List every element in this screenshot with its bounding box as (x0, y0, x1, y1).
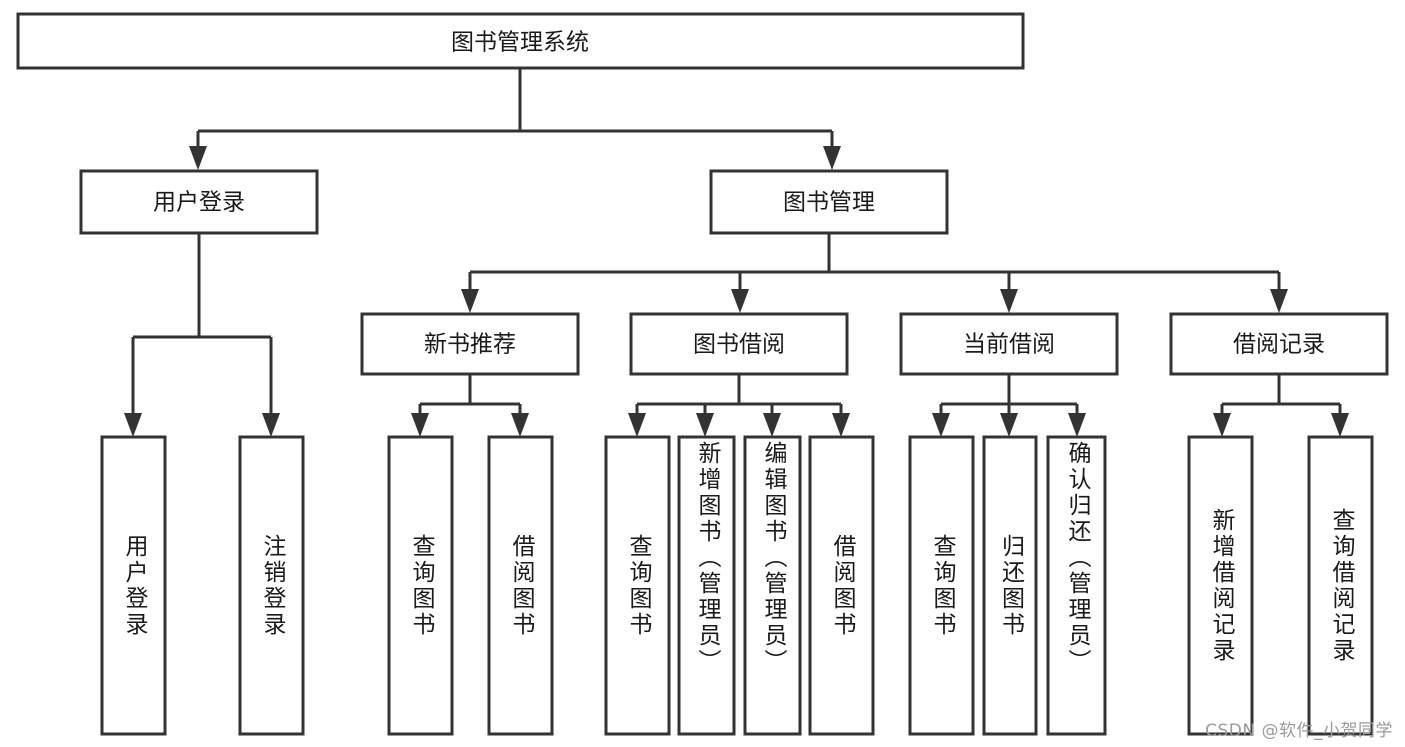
node-root-label: 图书管理系统 (451, 30, 589, 56)
arrow-head-icon (189, 146, 207, 170)
node-borrow-record[interactable]: 借阅记录 (1169, 312, 1389, 376)
connector-currentborrow-to-leaves (932, 374, 1086, 437)
arrow-head-icon (1213, 413, 1231, 437)
leaf-box-currentborrow-0[interactable] (908, 435, 975, 736)
leaf-box-newbook-1[interactable] (487, 435, 554, 736)
node-new-book-recommend-label: 新书推荐 (424, 332, 516, 358)
node-book-borrow-label: 图书借阅 (693, 332, 785, 358)
arrow-head-icon (1270, 289, 1288, 313)
node-user-login-label: 用户登录 (153, 190, 245, 216)
connector-root-to-level2 (189, 68, 841, 170)
node-book-borrow[interactable]: 图书借阅 (629, 312, 849, 376)
connector-userlogin-to-leaves (124, 233, 280, 437)
node-book-management-label: 图书管理 (783, 190, 875, 216)
leaf-box-newbook-0[interactable] (387, 435, 454, 736)
arrow-head-icon (628, 413, 646, 437)
leaf-box-user-login-1[interactable] (238, 435, 305, 736)
connector-bookborrow-to-leaves (628, 374, 850, 437)
leaf-box-bookborrow-3[interactable] (808, 435, 875, 736)
node-root[interactable]: 图书管理系统 (16, 12, 1025, 70)
node-current-borrow[interactable]: 当前借阅 (899, 312, 1119, 376)
arrow-head-icon (696, 413, 714, 437)
arrow-head-icon (1331, 413, 1349, 437)
connector-borrowrecord-to-leaves (1213, 374, 1349, 437)
leaf-box-bookborrow-2[interactable] (743, 435, 802, 736)
node-new-book-recommend[interactable]: 新书推荐 (360, 312, 580, 376)
connector-newbook-to-leaves (411, 374, 529, 437)
leaf-box-borrowrecord-0[interactable] (1187, 435, 1254, 736)
arrow-head-icon (411, 413, 429, 437)
node-borrow-record-label: 借阅记录 (1233, 332, 1325, 358)
leaf-box-currentborrow-1[interactable] (982, 435, 1038, 736)
node-user-login[interactable]: 用户登录 (79, 169, 319, 235)
arrow-head-icon (763, 413, 781, 437)
leaf-box-bookborrow-0[interactable] (604, 435, 671, 736)
connector-bookmgmt-to-level3 (461, 233, 1288, 313)
arrow-head-icon (1000, 413, 1018, 437)
arrow-head-icon (1000, 289, 1018, 313)
arrow-head-icon (832, 413, 850, 437)
leaf-box-user-login-0[interactable] (100, 435, 167, 736)
arrow-head-icon (731, 289, 749, 313)
arrow-head-icon (511, 413, 529, 437)
arrow-head-icon (461, 289, 479, 313)
arrow-head-icon (932, 413, 950, 437)
leaf-box-currentborrow-2[interactable] (1046, 435, 1107, 736)
arrow-head-icon (262, 413, 280, 437)
node-book-management[interactable]: 图书管理 (709, 169, 949, 235)
node-current-borrow-label: 当前借阅 (963, 332, 1055, 358)
leaf-box-borrowrecord-1[interactable] (1307, 435, 1374, 736)
arrow-head-icon (124, 413, 142, 437)
leaf-box-bookborrow-1[interactable] (677, 435, 736, 736)
arrow-head-icon (823, 146, 841, 170)
arrow-head-icon (1068, 413, 1086, 437)
watermark: CSDN @软件_小贺同学 (1205, 721, 1393, 741)
